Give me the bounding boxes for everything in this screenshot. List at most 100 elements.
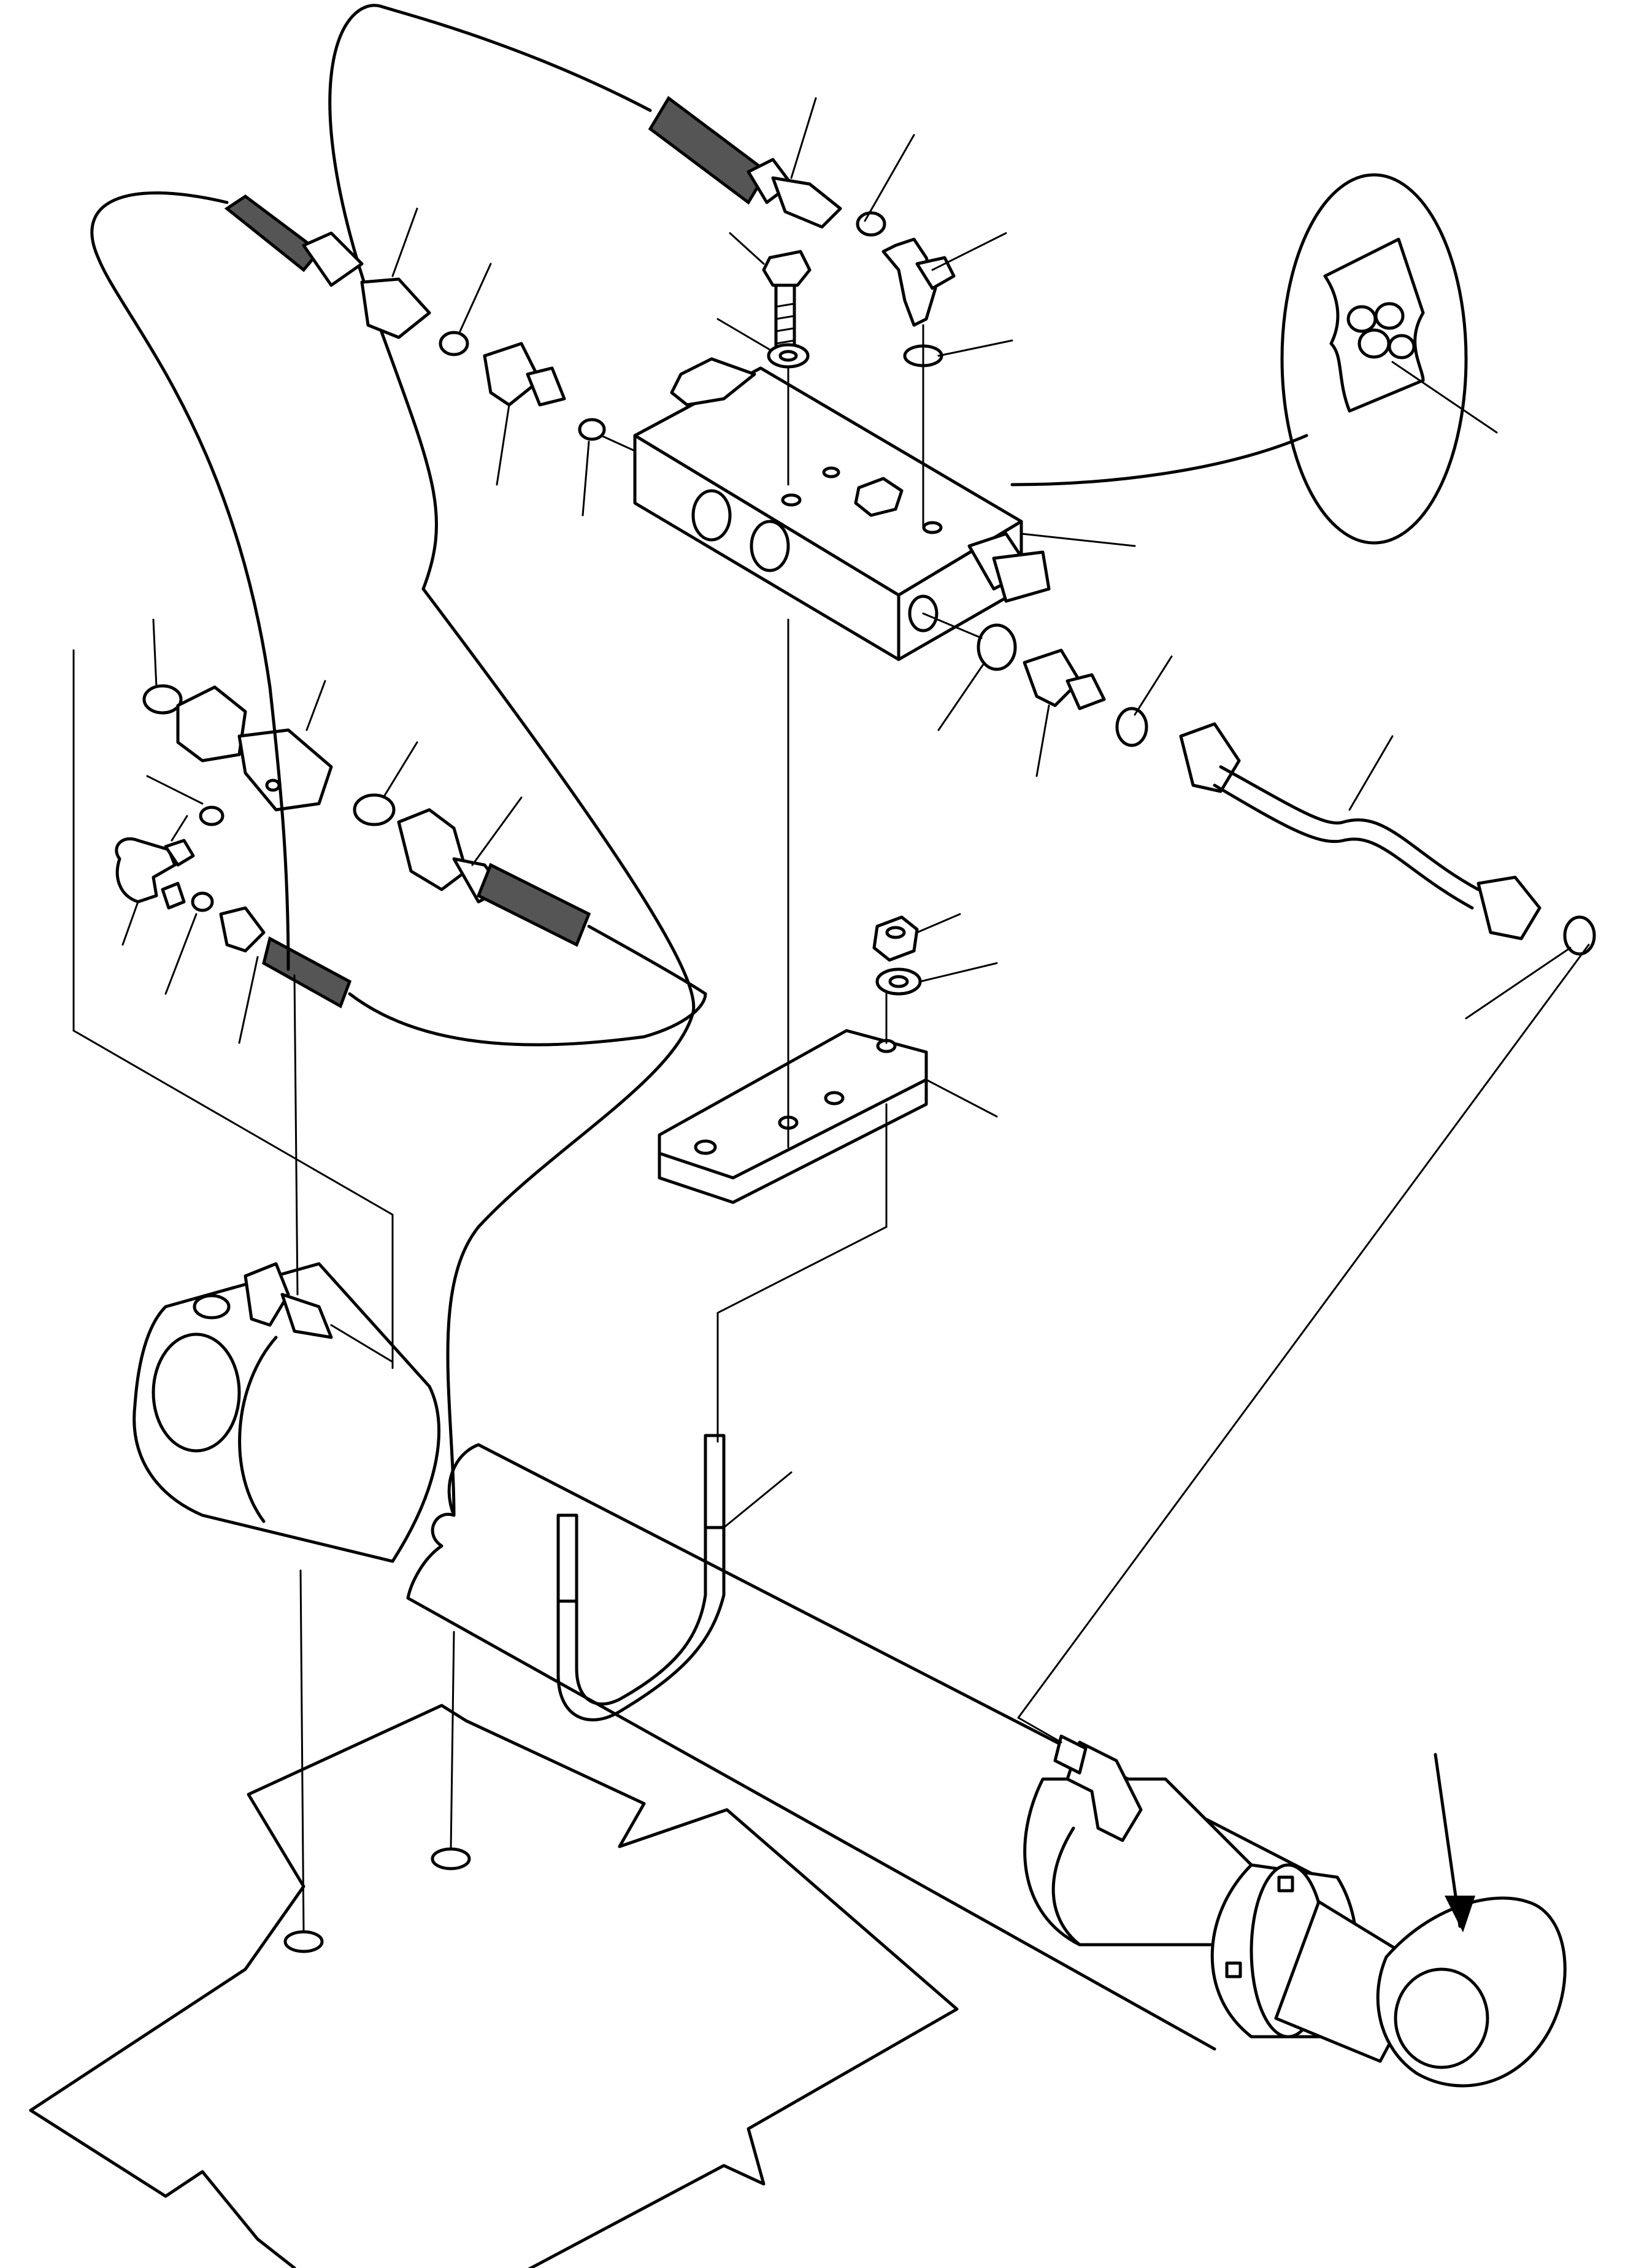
tee-body [237, 728, 333, 812]
valve-block [633, 357, 1136, 1148]
leader-tee-oring-top [152, 618, 158, 688]
plate-to-u-bolt-line [716, 1103, 888, 1443]
left-hose-body [224, 194, 321, 272]
leader-steel-pipe [1348, 735, 1394, 811]
top-hose-routing [328, 4, 652, 591]
leader-left-elbow [121, 901, 139, 946]
tee-port [265, 778, 281, 792]
top-hose-nut [771, 176, 842, 229]
tee-oring-right [353, 793, 396, 826]
mid-hose-body [476, 863, 591, 947]
small-hose-body [262, 936, 352, 1009]
leader-left-hose [391, 207, 418, 277]
hose-to-cylinder-routing [446, 1010, 695, 1517]
leader-block-washer [716, 318, 771, 351]
right-pipe-group [922, 612, 1596, 1020]
leader-block-side-oring [937, 661, 986, 731]
left-elbow-axis [171, 815, 188, 842]
rear-head-to-frame-line [299, 1569, 305, 1934]
left-elbow-fitting [115, 837, 177, 904]
detail-bubble [1280, 173, 1468, 545]
top-elbow-group [856, 134, 1013, 529]
pipe-nut-left [1179, 722, 1241, 793]
leader-o-ring-kit [1391, 361, 1498, 434]
left-connector-body [483, 342, 542, 407]
plate-hole-3 [824, 1091, 845, 1105]
leader-right-connector-oring [1134, 655, 1173, 716]
left-hose-drop [268, 685, 290, 971]
left-hose-middle [348, 796, 707, 1047]
block-bolt-thread [775, 302, 796, 345]
left-elbow-nut-top [164, 839, 195, 867]
block-top-hole-1 [781, 493, 802, 507]
block-port-2 [750, 520, 790, 572]
leader-plate-washer [919, 962, 998, 983]
detail-callout-line [1010, 434, 1308, 486]
leader-small-hose [238, 956, 259, 1044]
kit-ring-4 [1388, 334, 1416, 359]
leader-left-hose-oring [459, 263, 492, 333]
u-bolt-thread-left [556, 1513, 578, 1603]
right-connector-nipple [1065, 673, 1106, 710]
gland-notch-left [1225, 1961, 1242, 1978]
tee-nut [176, 685, 247, 763]
left-elbow-nut-bottom [161, 882, 186, 910]
left-hose-upper [90, 191, 636, 689]
leader-top-elbow [931, 232, 1007, 271]
kit-ring-1 [1346, 305, 1377, 333]
leader-plate-nut [916, 913, 961, 934]
block-top-hole-3 [922, 521, 943, 534]
front-elbow-nut [1053, 1734, 1088, 1775]
plate-hole-1 [694, 1139, 717, 1155]
right-connector-oring [1115, 707, 1148, 747]
left-connector-nipple [526, 366, 566, 407]
leader-right-connector [1035, 704, 1050, 777]
front-pipe-stub [1017, 1716, 1062, 1743]
block-side-oring [977, 623, 1017, 671]
small-hose-nut [219, 906, 266, 953]
direction-arrow-head [1445, 1896, 1475, 1932]
tee-oring-side [199, 805, 225, 826]
block-bolt-washer-bore [778, 350, 798, 362]
block-port-1 [691, 489, 732, 542]
collar-seam [1051, 1826, 1081, 1947]
block-rear-plug [670, 357, 756, 407]
leader-mid-hose [471, 796, 523, 866]
right-connector-body [1023, 648, 1081, 707]
leader-u-bolt [723, 1471, 793, 1529]
block-bolt-group [716, 232, 812, 486]
top-elbow-nut [915, 256, 956, 290]
plate-washer-bore [888, 975, 909, 988]
small-hose-routing [348, 992, 707, 1047]
mid-hose-nut [397, 808, 468, 891]
cylinder-rear-seam [238, 1336, 278, 1523]
plate-nut-bore [885, 926, 906, 939]
top-hose-assembly [328, 4, 842, 591]
leader-left-connector-oring [582, 440, 590, 517]
frame-hole-right [431, 1847, 471, 1870]
pipe-nut-right [1476, 875, 1542, 940]
kit-ring-2 [1374, 302, 1405, 330]
right-connector-axis [922, 612, 983, 639]
left-connector-oring [578, 418, 606, 441]
u-bolt-thread-right [704, 1434, 726, 1529]
steel-pipe-lower [1213, 783, 1474, 910]
left-hose-routing [90, 191, 272, 689]
rear-elbow-fitting [244, 1262, 290, 1327]
pipe-end-oring [1563, 915, 1596, 956]
mid-hose-routing [587, 924, 707, 996]
top-hose-oring [856, 211, 886, 237]
leader-plate [925, 1078, 998, 1118]
tee-oring-top [142, 684, 183, 715]
leader-relief-valve [1020, 532, 1136, 547]
gland-notch-top [1277, 1875, 1294, 1893]
u-bolt-clamp [556, 1434, 793, 1721]
frame-outline [29, 1704, 959, 2268]
mounting-plate-edge [658, 1078, 928, 1180]
pipe-to-front-elbow-line [1017, 944, 1590, 1719]
block-bolt-head [762, 250, 812, 287]
left-elbow-group [115, 815, 352, 1044]
relief-valve-stem [992, 550, 1051, 603]
left-tee-group [142, 618, 418, 826]
